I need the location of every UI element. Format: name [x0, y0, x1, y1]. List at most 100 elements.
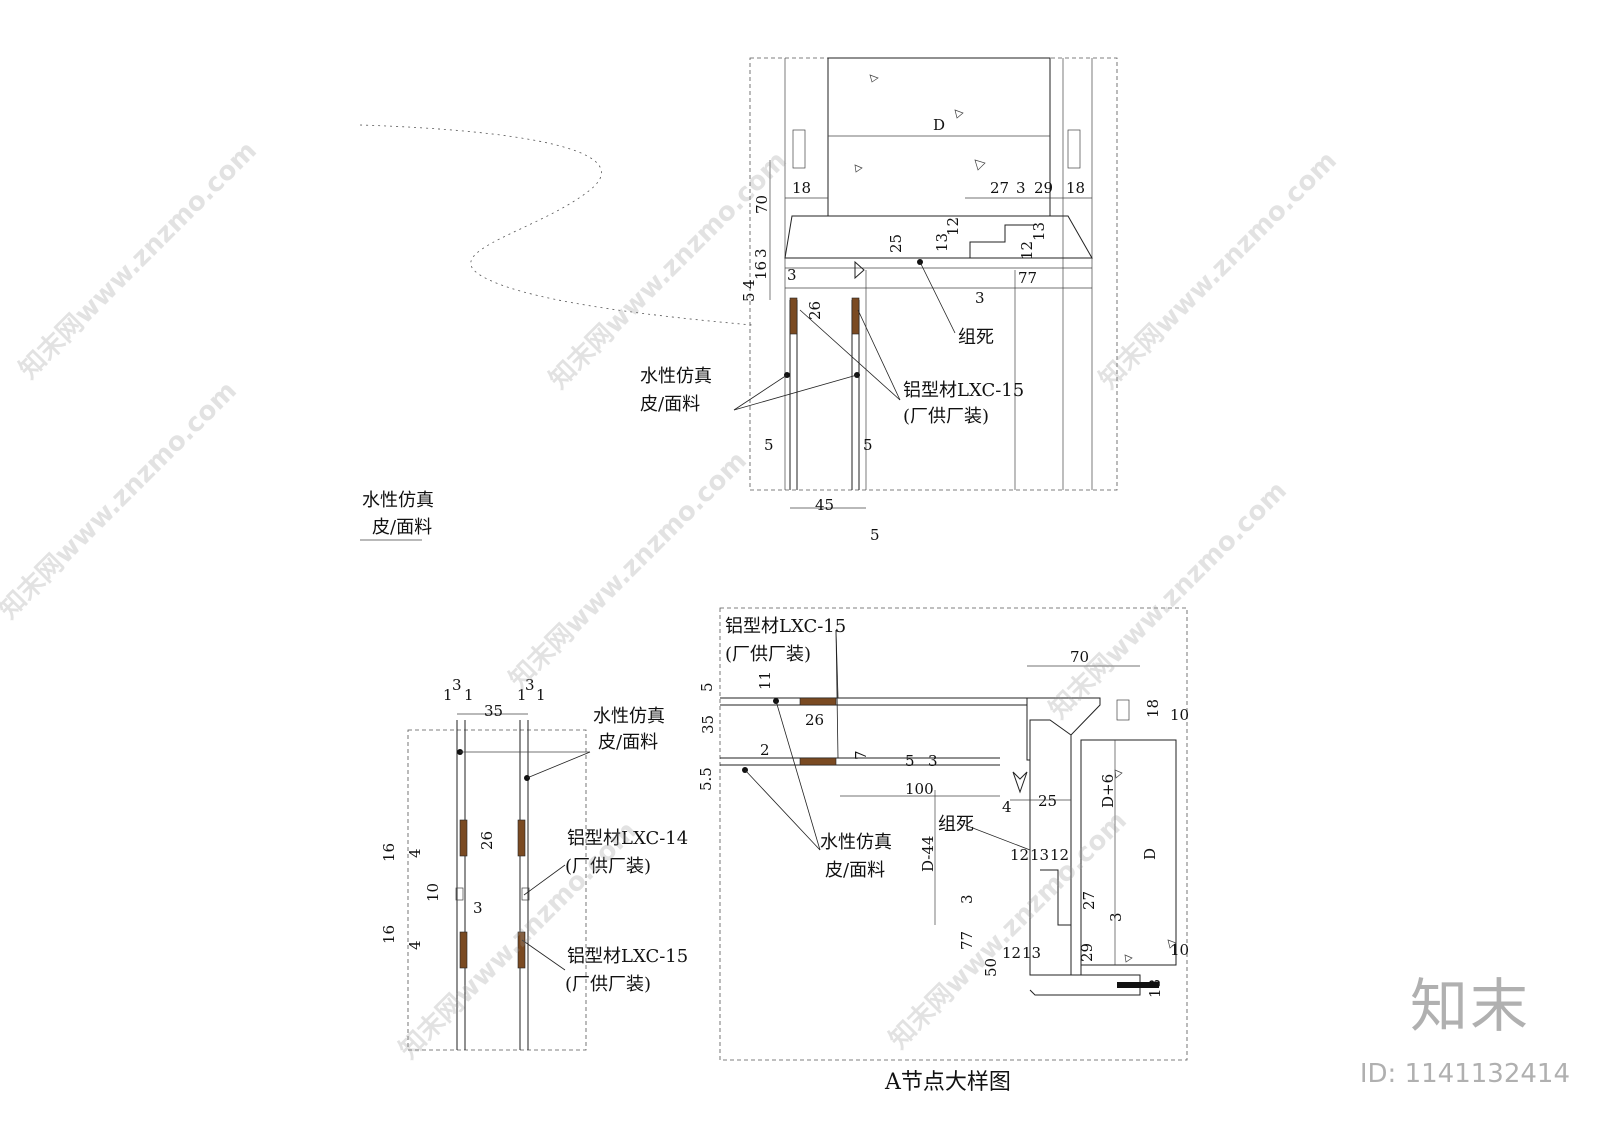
- svg-text:3: 3: [928, 752, 938, 770]
- left-note-line1: 水性仿真: [362, 490, 434, 511]
- svg-text:知末网www.znzmo.com: 知末网www.znzmo.com: [0, 376, 243, 625]
- svg-text:26: 26: [478, 831, 496, 850]
- svg-text:知末网www.znzmo.com: 知末网www.znzmo.com: [504, 446, 753, 695]
- br-dim-D44: D-44: [919, 836, 937, 872]
- svg-text:50: 50: [982, 958, 1000, 977]
- svg-text:5: 5: [870, 526, 880, 544]
- watermark-layer: 知末网www.znzmo.com 知末网www.znzmo.com 知末网www…: [0, 136, 1343, 1065]
- br-fix-clip: [1012, 771, 1028, 794]
- label-fix: 组死: [958, 327, 994, 348]
- watermark-brand: 知末: [1409, 972, 1530, 1040]
- svg-text:3: 3: [473, 899, 483, 917]
- svg-text:12: 12: [1010, 846, 1029, 864]
- svg-text:5.5: 5.5: [697, 767, 715, 791]
- svg-text:16: 16: [380, 843, 398, 862]
- svg-text:25: 25: [887, 234, 905, 253]
- left-note: 水性仿真 皮/面料: [360, 490, 434, 541]
- svg-text:3: 3: [1107, 912, 1125, 922]
- svg-text:知末网www.znzmo.com: 知末网www.znzmo.com: [1094, 146, 1343, 395]
- svg-text:13: 13: [933, 233, 951, 252]
- svg-text:3: 3: [975, 289, 985, 307]
- br-concrete: [1080, 739, 1177, 966]
- svg-text:知末网www.znzmo.com: 知末网www.znzmo.com: [1044, 476, 1293, 725]
- svg-text:3: 3: [1016, 179, 1026, 197]
- frame-cap: [784, 215, 1093, 259]
- bl-label-lxc15-2: (厂供厂装): [565, 974, 651, 995]
- br-dims: 70 18 10 5 11 35 26 5.5 2 7 5 3 100 4 25…: [697, 648, 1189, 998]
- svg-text:3: 3: [787, 266, 797, 284]
- svg-text:12: 12: [1002, 944, 1021, 962]
- dim-D: D: [933, 116, 945, 134]
- profile-lxc15-b: [517, 931, 526, 969]
- svg-text:100: 100: [905, 780, 934, 798]
- br-profile-mid: [799, 757, 837, 766]
- svg-text:12: 12: [1050, 846, 1069, 864]
- profile-lxc15-left: [789, 297, 798, 335]
- svg-text:13: 13: [1022, 944, 1041, 962]
- left-note-line2: 皮/面料: [372, 517, 432, 538]
- drawing-caption: A节点大样图: [884, 1070, 1011, 1095]
- br-frame-cap: [1026, 697, 1101, 761]
- svg-text:3: 3: [752, 248, 770, 258]
- svg-text:13: 13: [1030, 222, 1048, 241]
- bl-label-lxc15: 铝型材LXC-15: [567, 946, 688, 967]
- svg-text:26: 26: [805, 711, 824, 729]
- svg-text:1: 1: [464, 686, 474, 704]
- svg-text:35: 35: [699, 715, 717, 734]
- fix-clip: [854, 260, 865, 280]
- bottom-left-detail: 1 3 1 35 1 3 1 26 16 4 10 3 16 4 水性仿真 皮/…: [380, 676, 688, 1051]
- bl-label-lxc14-2: (厂供厂装): [565, 856, 651, 877]
- svg-text:70: 70: [1070, 648, 1089, 666]
- svg-text:77: 77: [958, 931, 976, 950]
- label-material-2: 皮/面料: [640, 394, 700, 415]
- label-profile-2: (厂供厂装): [903, 406, 989, 427]
- svg-text:18: 18: [1146, 979, 1164, 998]
- br-dim-D: D: [1141, 848, 1159, 860]
- svg-text:7: 7: [852, 750, 870, 760]
- svg-text:4: 4: [1002, 798, 1012, 816]
- svg-text:4: 4: [740, 279, 758, 289]
- svg-text:5: 5: [905, 752, 915, 770]
- svg-text:18: 18: [792, 179, 811, 197]
- svg-text:4: 4: [406, 940, 424, 950]
- svg-text:5: 5: [698, 682, 716, 692]
- bl-frame: [407, 729, 587, 1051]
- svg-text:5: 5: [863, 436, 873, 454]
- br-frame: [719, 607, 1188, 1061]
- svg-text:29: 29: [1078, 943, 1096, 962]
- profile-lxc14-b: [517, 819, 526, 857]
- profile-lxc14-a: [459, 819, 468, 857]
- svg-text:1: 1: [443, 686, 453, 704]
- svg-text:18: 18: [1066, 179, 1085, 197]
- profile-lxc15-right: [851, 297, 860, 335]
- svg-text:12: 12: [1018, 241, 1036, 260]
- watermark-id: ID: 1141132414: [1359, 1059, 1570, 1089]
- svg-text:10: 10: [424, 883, 442, 902]
- svg-text:3: 3: [452, 676, 462, 694]
- svg-text:26: 26: [806, 301, 824, 320]
- br-label-profile: 铝型材LXC-15: [725, 616, 846, 637]
- svg-text:70: 70: [753, 195, 771, 214]
- label-profile: 铝型材LXC-15: [903, 380, 1024, 401]
- bl-label-lxc14: 铝型材LXC-14: [567, 828, 688, 849]
- svg-text:2: 2: [760, 741, 770, 759]
- br-label-material: 水性仿真: [820, 832, 892, 853]
- svg-text:12: 12: [944, 217, 962, 236]
- svg-text:4: 4: [406, 848, 424, 858]
- br-label-fix: 组死: [938, 814, 974, 835]
- br-dim-D6: D+6: [1099, 774, 1117, 808]
- svg-text:18: 18: [1144, 699, 1162, 718]
- svg-text:77: 77: [1018, 269, 1037, 287]
- svg-text:5: 5: [740, 292, 758, 302]
- br-label-profile-2: (厂供厂装): [725, 644, 811, 665]
- svg-text:25: 25: [1038, 792, 1057, 810]
- svg-text:3: 3: [525, 676, 535, 694]
- label-material: 水性仿真: [640, 366, 712, 387]
- top-dims: 18 27 3 29 18 70 25 13 12 12 13 3 16 4 5…: [740, 179, 1085, 544]
- break-curve: [359, 124, 753, 326]
- svg-text:3: 3: [958, 894, 976, 904]
- svg-text:16: 16: [380, 925, 398, 944]
- svg-text:10: 10: [1170, 941, 1189, 959]
